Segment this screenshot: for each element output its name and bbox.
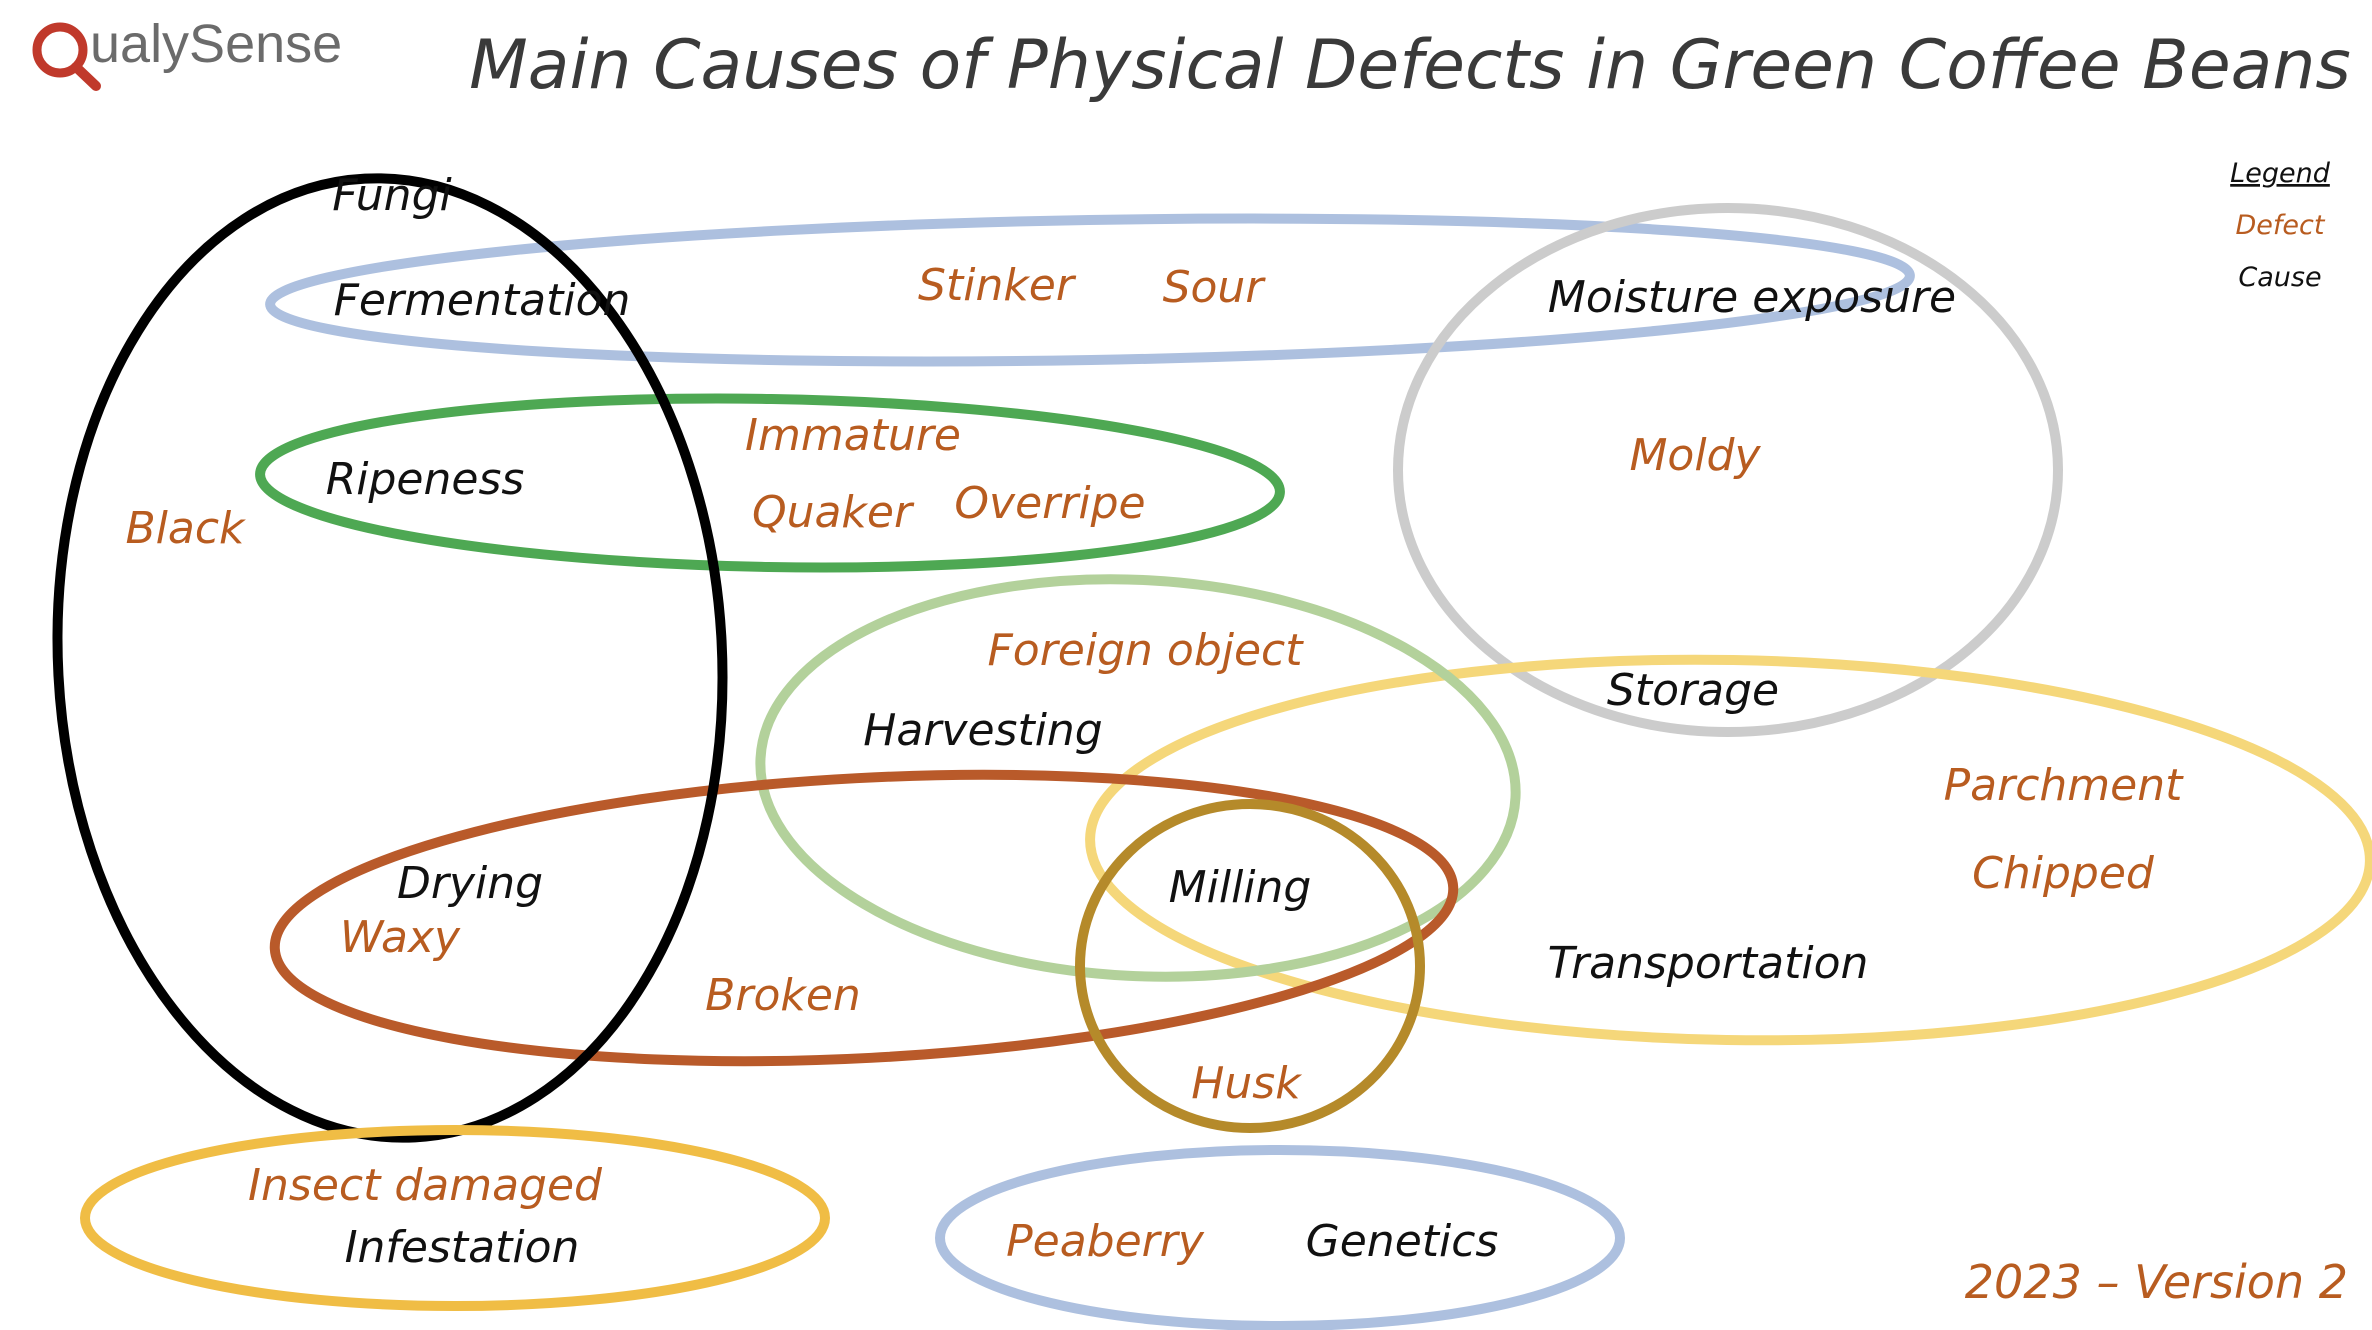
- logo-wordmark: ualySense: [90, 14, 342, 74]
- defect-black: Black: [125, 503, 246, 554]
- cause-milling: Milling: [1169, 862, 1312, 913]
- ripeness-group-oval: [255, 393, 1285, 573]
- defect-husk: Husk: [1191, 1058, 1302, 1109]
- cause-moisture-exposure: Moisture exposure: [1548, 272, 1956, 323]
- magnifier-q-icon: [32, 22, 101, 91]
- drying-group-oval: [269, 769, 1459, 1067]
- cause-transportation: Transportation: [1548, 938, 1869, 989]
- defect-sour: Sour: [1163, 262, 1267, 313]
- defect-moldy: Moldy: [1629, 430, 1761, 481]
- milling-group-oval: [1075, 799, 1425, 1133]
- cause-ripeness: Ripeness: [326, 454, 525, 505]
- defect-broken: Broken: [705, 970, 861, 1021]
- black-group-oval: [52, 173, 728, 1143]
- transportation-group-oval: [1085, 654, 2372, 1046]
- defect-immature: Immature: [745, 410, 961, 461]
- cause-harvesting: Harvesting: [863, 705, 1102, 756]
- defect-chipped: Chipped: [1972, 848, 2155, 899]
- cause-genetics: Genetics: [1306, 1216, 1499, 1267]
- cause-fermentation: Fermentation: [334, 275, 631, 326]
- peaberry-group-oval: [935, 1145, 1625, 1330]
- defect-peaberry: Peaberry: [1006, 1216, 1205, 1267]
- defect-overripe: Overripe: [954, 478, 1145, 529]
- defect-quaker: Quaker: [752, 487, 915, 538]
- qualysense-logo: ualySense: [32, 14, 342, 91]
- fermentation-group-oval: [265, 213, 1915, 367]
- legend-defect-label: Defect: [2236, 210, 2326, 241]
- cause-storage: Storage: [1607, 665, 1779, 716]
- defect-insect-damaged: Insect damaged: [248, 1160, 603, 1211]
- cause-fungi: Fungi: [332, 170, 452, 221]
- version-label: 2023 – Version 2: [1965, 1255, 2348, 1309]
- harvesting-group-oval: [755, 574, 1521, 982]
- defect-stinker: Stinker: [918, 260, 1077, 311]
- insect-group-oval: [80, 1125, 830, 1311]
- page-title: Main Causes of Physical Defects in Green…: [469, 26, 2351, 105]
- cause-infestation: Infestation: [345, 1222, 580, 1273]
- cause-drying: Drying: [397, 858, 543, 909]
- legend: Legend Defect Cause: [2230, 158, 2331, 293]
- defect-waxy: Waxy: [340, 912, 461, 963]
- moisture-storage-group-oval: [1393, 203, 2063, 737]
- defect-parchment: Parchment: [1944, 760, 2184, 811]
- legend-cause-label: Cause: [2238, 262, 2321, 293]
- defect-foreign-object: Foreign object: [987, 625, 1304, 676]
- legend-heading: Legend: [2230, 158, 2331, 189]
